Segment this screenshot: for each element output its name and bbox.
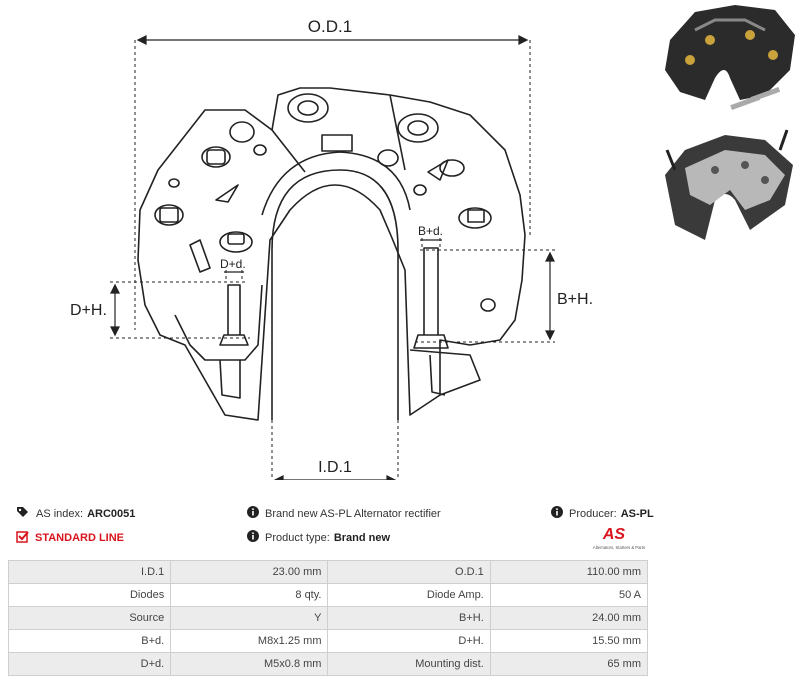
spec-value: M8x1.25 mm xyxy=(170,629,329,653)
spec-value: 110.00 mm xyxy=(489,560,649,584)
bd-label: B+d. xyxy=(418,224,443,238)
as-index-label: AS index: xyxy=(36,507,84,520)
as-index: AS index: ARC0051 xyxy=(16,506,135,521)
od-label: O.D.1 xyxy=(308,17,352,36)
standard-line: STANDARD LINE xyxy=(16,530,124,546)
spec-value: 8 qty. xyxy=(170,583,329,607)
description-text: Brand new AS-PL Alternator rectifier xyxy=(265,507,441,520)
spec-label: B+H. xyxy=(327,606,491,630)
checkbox-icon xyxy=(16,530,29,546)
producer-value: AS-PL xyxy=(620,507,654,520)
center-hole xyxy=(271,169,399,420)
spec-label: Diodes xyxy=(7,583,172,607)
spec-value: M5x0.8 mm xyxy=(170,652,329,676)
spec-label: Mounting dist. xyxy=(327,652,491,676)
spec-label: D+H. xyxy=(327,629,491,653)
spec-value: Y xyxy=(170,606,329,630)
spec-label: Source xyxy=(7,606,172,630)
product-type-value: Brand new xyxy=(333,531,391,544)
rectifier-outline xyxy=(137,87,526,421)
spec-value: 50 A xyxy=(489,583,649,607)
bh-label: B+H. xyxy=(557,291,593,308)
info-icon xyxy=(551,506,563,521)
spec-value: 15.50 mm xyxy=(489,629,649,653)
info-icon xyxy=(247,530,259,545)
product-type: Product type: Brand new xyxy=(247,530,390,545)
spec-label: Diode Amp. xyxy=(327,583,491,607)
spec-label: D+d. xyxy=(7,652,172,676)
product-photos xyxy=(665,5,795,240)
as-pl-logo: AS Alternators, Starters & Parts xyxy=(593,526,645,550)
product-photo-bottom xyxy=(665,129,793,240)
logo-mark: AS xyxy=(602,526,626,543)
spec-label: O.D.1 xyxy=(327,560,491,584)
spec-value: 23.00 mm xyxy=(170,560,329,584)
spec-value: 24.00 mm xyxy=(489,606,649,630)
dd-label: D+d. xyxy=(220,257,246,271)
spec-label: I.D.1 xyxy=(7,560,172,584)
spec-label: B+d. xyxy=(7,629,172,653)
logo-tagline: Alternators, Starters & Parts xyxy=(593,545,645,550)
bolt-left xyxy=(219,284,249,346)
product-type-label: Product type: xyxy=(265,531,330,544)
rectifier-technical-drawing: O.D.1 I.D.1 D+H. B+H. D+d. B+d. xyxy=(70,17,593,480)
dh-label: D+H. xyxy=(70,302,107,319)
info-icon xyxy=(247,506,259,521)
producer: Producer: AS-PL xyxy=(551,506,654,521)
description: Brand new AS-PL Alternator rectifier xyxy=(247,506,441,521)
spec-value: 65 mm xyxy=(489,652,649,676)
product-photo-top xyxy=(665,5,795,110)
standard-line-label: STANDARD LINE xyxy=(35,532,125,544)
tags-icon xyxy=(16,506,30,521)
id-label: I.D.1 xyxy=(318,459,352,476)
bolt-right xyxy=(413,247,449,349)
producer-label: Producer: xyxy=(569,507,617,520)
as-index-value: ARC0051 xyxy=(87,507,136,520)
